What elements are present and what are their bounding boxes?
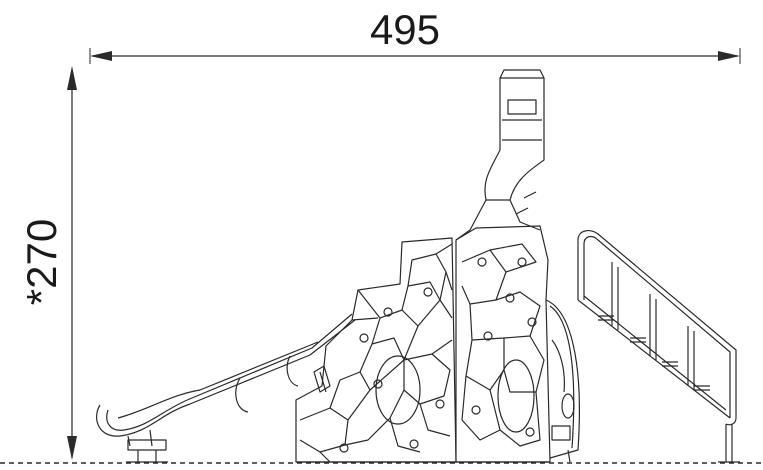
playground-structure: [96, 69, 740, 463]
height-dimension-label: *270: [18, 219, 65, 305]
side-panel: [545, 299, 580, 463]
width-dimension-label: 495: [370, 6, 440, 53]
height-dimension: [67, 66, 77, 460]
rock-wall-right: [455, 225, 551, 463]
base-footings: [296, 365, 550, 463]
ladder: [577, 230, 740, 463]
slide: [96, 313, 356, 463]
width-dimension: [89, 48, 741, 64]
rock-wall-left: [295, 237, 457, 463]
tower: [455, 69, 545, 241]
